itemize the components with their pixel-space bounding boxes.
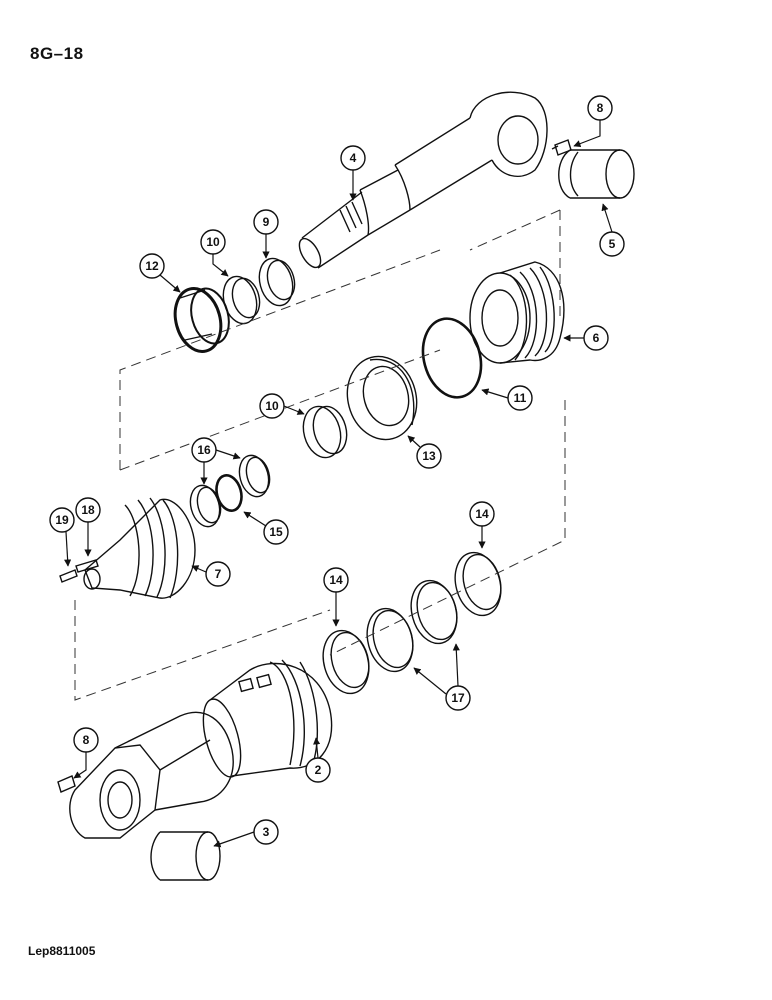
svg-text:12: 12 [145,259,159,273]
pin [75,559,99,573]
grease-nipple-bottom [57,775,76,793]
callout-label: 8 [597,101,604,115]
grease-nipple-top [551,139,572,156]
svg-text:16: 16 [197,443,211,457]
seal-ring-a [366,607,414,673]
callout-2: 2 [305,737,331,783]
piston-rod [298,91,548,269]
callout-8-top: 8 [573,95,613,148]
svg-text:10: 10 [265,399,279,413]
seal-ring-b [410,579,458,645]
bushing-bottom [150,831,221,881]
backup-ring-upper [454,551,502,617]
piston-ring-a [189,484,222,528]
svg-text:15: 15 [269,525,283,539]
svg-text:4: 4 [350,151,357,165]
callout-17: 17 [413,643,471,711]
callout-4: 4 [340,145,366,201]
document-code: Lep8811005 [28,944,96,958]
backup-ring-lower [322,629,370,695]
svg-text:11: 11 [514,391,527,405]
svg-text:2: 2 [315,763,322,777]
seal-large [346,355,418,441]
callout-19: 19 [49,507,75,567]
svg-text:7: 7 [215,567,222,581]
o-ring-small [215,474,243,512]
page-number: 8G–18 [30,44,84,63]
callout-11: 11 [481,385,533,411]
callout-6: 6 [563,325,609,351]
gland [469,261,565,364]
callout-16: 16 [191,437,241,485]
callout-9: 9 [253,209,279,259]
svg-text:14: 14 [329,573,343,587]
bushing-top [558,149,635,199]
callout-8-bottom: 8 [73,727,99,779]
ring-middle [302,405,348,459]
svg-text:10: 10 [206,235,220,249]
svg-text:6: 6 [593,331,600,345]
callout-14-lower: 14 [323,567,349,627]
callout-14-upper: 14 [469,501,495,549]
set-screw [59,569,78,583]
svg-text:5: 5 [609,237,616,251]
svg-text:18: 18 [81,503,95,517]
piston-seal [173,287,230,353]
o-ring-large [421,317,483,399]
base-end [69,711,234,839]
svg-text:17: 17 [451,691,465,705]
callout-3: 3 [213,819,279,848]
svg-text:9: 9 [263,215,270,229]
callout-18: 18 [75,497,101,557]
svg-text:14: 14 [475,507,489,521]
callout-5: 5 [599,203,625,257]
piston-ring-b [238,454,271,498]
svg-text:13: 13 [422,449,436,463]
callout-15: 15 [243,511,289,545]
cylinder-tube [202,659,333,778]
wear-ring-upper [258,257,296,307]
svg-text:3: 3 [263,825,270,839]
callout-10-upper: 10 [200,229,229,277]
assembly-guide-lines [74,209,566,701]
callout-12: 12 [139,253,181,293]
callout-10-middle: 10 [259,393,305,419]
svg-text:19: 19 [55,513,69,527]
svg-text:8: 8 [83,733,90,747]
ring-upper [222,275,261,325]
piston [83,497,196,599]
callout-7: 7 [191,561,231,587]
callout-13: 13 [407,435,442,469]
